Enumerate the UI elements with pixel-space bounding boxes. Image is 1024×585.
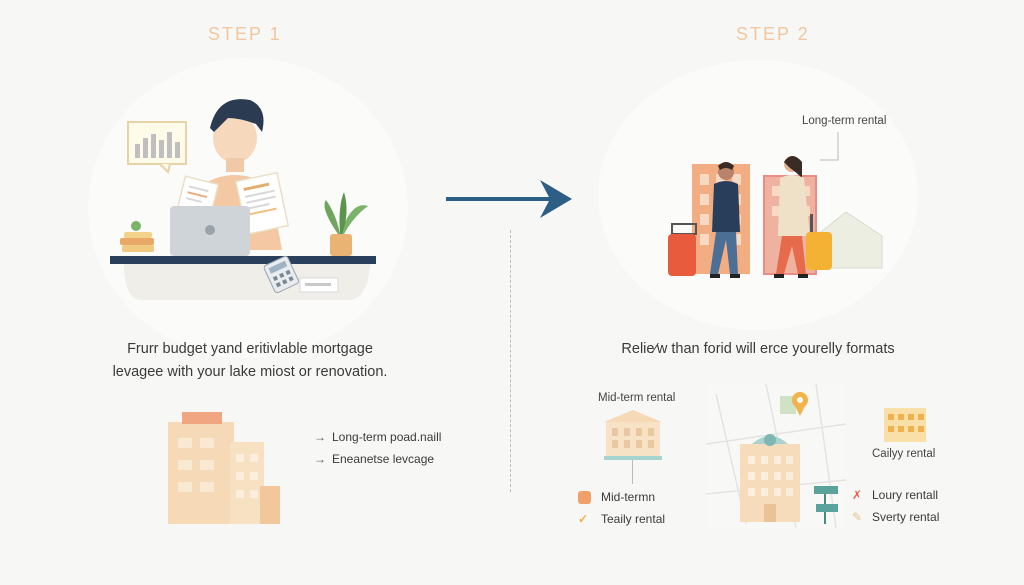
list-item: → Eneanetse levcage: [314, 448, 441, 470]
person-at-laptop-illustration: [110, 99, 376, 300]
step2-label: STEP 2: [736, 24, 810, 44]
feature-text: Eneanetse levcage: [332, 452, 435, 466]
midterm-list: Mid-termn ✓ Teaily rental: [578, 486, 665, 530]
step2-caption: Relie⁄w than forid will erce yourelly fo…: [621, 341, 895, 357]
dashed-divider: [510, 230, 511, 492]
pin-icon: ✗: [852, 488, 863, 502]
check-icon: ✓: [578, 512, 589, 526]
list-item-text: Sverty rental: [872, 510, 940, 524]
list-item: ✎ Sverty rental: [852, 506, 939, 528]
map-illustration: [706, 384, 846, 528]
apartment-building-icon: [168, 412, 280, 524]
list-item-text: Teaily rental: [601, 512, 666, 526]
laptop-icon: [170, 206, 250, 256]
plant-icon: [324, 192, 368, 256]
signpost-icon: [814, 486, 838, 524]
travelers-illustration: [668, 132, 883, 278]
midterm-rental-label: Mid-term rental: [598, 392, 676, 404]
suitcase-icon: [806, 214, 832, 270]
feature-text: Long-term poad.naill: [332, 430, 442, 444]
list-item: ✗ Loury rentall: [852, 484, 939, 506]
step1-caption: Frurr budget yand eritivlable mortgage l…: [100, 338, 400, 384]
man-figure: [710, 162, 740, 278]
midterm-building-icon: [604, 410, 662, 484]
calculator-icon: [263, 255, 299, 294]
suitcase-icon: [668, 223, 697, 276]
daily-building-icon: [884, 408, 926, 442]
list-item-text: Mid-termn: [601, 490, 656, 504]
arrow-right-icon: →: [314, 430, 326, 444]
step1-feature-list: → Long-term poad.naill → Eneanetse levca…: [314, 426, 441, 470]
calendar-icon: [578, 490, 591, 504]
woman-figure: [774, 156, 810, 278]
daily-list: ✗ Loury rentall ✎ Sverty rental: [852, 484, 939, 528]
list-item-text: Loury rentall: [872, 488, 939, 502]
step1-caption-line2: levagee with your lake miost or renovati…: [112, 364, 388, 380]
daily-rental-label: Cailyy rental: [872, 448, 936, 460]
step1-label: STEP 1: [208, 24, 282, 44]
chart-board-icon: [127, 121, 187, 174]
callout-long-term-rental: Long-term rental: [802, 115, 887, 127]
location-pin-icon: [792, 392, 808, 416]
step1-caption-line1: Frurr budget yand eritivlable mortgage: [127, 341, 373, 357]
step2-illustration-circle: [598, 60, 918, 330]
step-arrow-icon: [446, 180, 572, 218]
sparkle-icon: ✎: [852, 510, 863, 524]
list-item: → Long-term poad.naill: [314, 426, 441, 448]
arrow-right-icon: →: [314, 452, 326, 466]
list-item: Mid-termn: [578, 486, 665, 508]
list-item: ✓ Teaily rental: [578, 508, 665, 530]
